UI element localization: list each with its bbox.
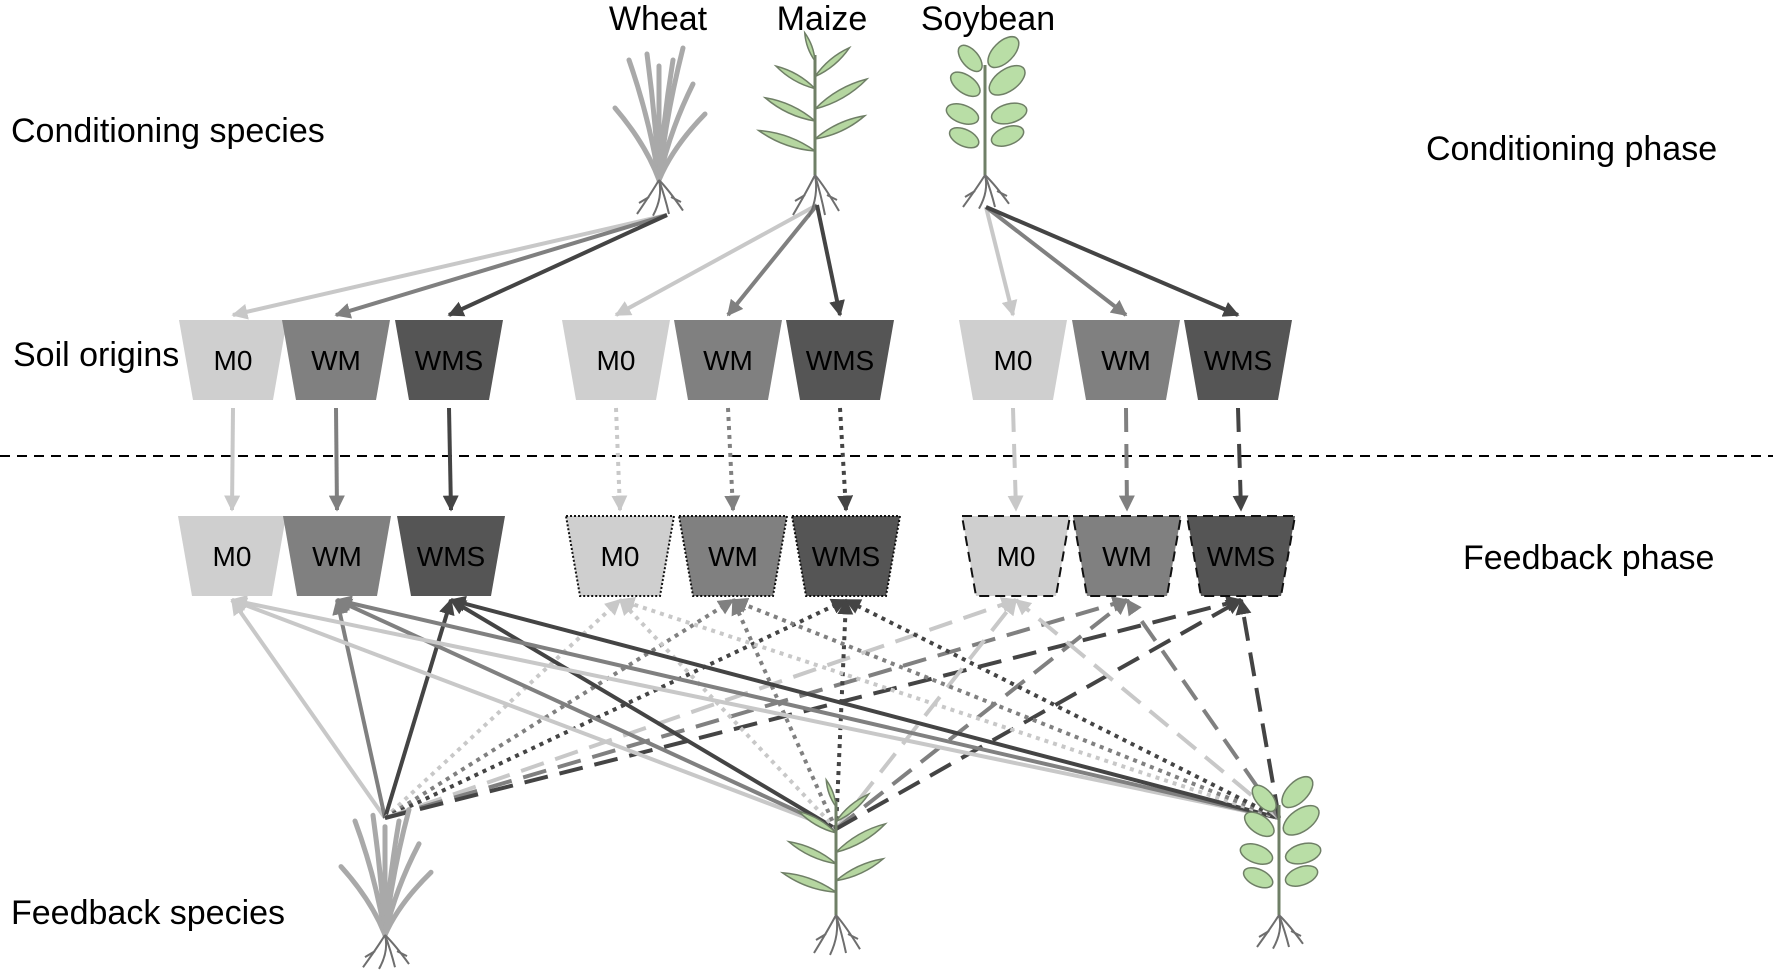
soil-origin-pot-wheat-wm: WM [282, 320, 390, 400]
conditioning-arrow-wheat-m0 [231, 213, 668, 320]
species-title-maize: Maize [777, 0, 868, 38]
conditioning-arrow-maize-m0 [614, 203, 818, 317]
plant-layer [338, 30, 1322, 970]
feedback-arrow-soybean-to-soybean-m0 [1014, 598, 1281, 820]
conditioning-arrow-maize-wms [815, 204, 845, 317]
feedback-species-label: Feedback species [11, 894, 285, 932]
feedback-phase-label: Feedback phase [1463, 539, 1714, 577]
pot-label: WMS [812, 541, 880, 572]
feedback-arrow-soybean-to-wheat-wm [335, 595, 1280, 820]
feedback-arrow-wheat-to-maize-wms [384, 598, 848, 820]
soil-origin-pot-wheat-wms: WMS [395, 320, 503, 400]
feedback-plant-soybean [1239, 775, 1322, 950]
feedback-pot-soybean-wm: WM [1071, 515, 1183, 597]
soil-origin-pot-soybean-wms: WMS [1184, 320, 1292, 400]
soil-origin-pot-soybean-wm: WM [1072, 320, 1180, 400]
pot-label: WM [708, 541, 758, 572]
feedback-arrow-maize-to-maize-wm [731, 598, 838, 830]
conditioning-plant-wheat [612, 45, 708, 217]
transfer-arrow-wheat-m0 [224, 407, 241, 512]
pot-label: M0 [994, 345, 1033, 376]
feedback-arrow-soybean-to-wheat-wms [449, 595, 1280, 820]
pot-label: WM [312, 541, 362, 572]
feedback-arrow-maize-to-soybean-wm [834, 598, 1129, 831]
soil-origin-pot-soybean-m0: M0 [959, 320, 1067, 400]
pot-label: M0 [601, 541, 640, 572]
feedback-arrow-wheat-to-soybean-wm [384, 596, 1129, 820]
transfer-arrow-soybean-wms [1232, 407, 1249, 512]
feedback-arrow-maize-to-maize-wms [834, 598, 854, 830]
feedback-pot-soybean-m0: M0 [960, 515, 1072, 597]
pot-label: WMS [415, 345, 483, 376]
pot-label: M0 [214, 345, 253, 376]
pot-layer: M0M0WMWMWMSWMSM0M0WMWMWMSWMSM0M0WMWMWMSW… [178, 320, 1297, 597]
species-title-soybean: Soybean [921, 0, 1055, 38]
pot-label: WM [311, 345, 361, 376]
feedback-arrow-maize-to-soybean-m0 [834, 598, 1018, 831]
soil-origin-pot-wheat-m0: M0 [179, 320, 287, 400]
feedback-arrow-maize-to-wheat-wms [449, 598, 838, 831]
soil-origins-label: Soil origins [13, 336, 179, 374]
soil-origin-pot-maize-wms: WMS [786, 320, 894, 400]
feedback-pot-maize-wm: WM [677, 515, 789, 597]
feedback-arrow-maize-to-maize-m0 [618, 598, 838, 831]
feedback-arrow-wheat-to-wheat-m0 [230, 598, 387, 820]
feedback-pot-wheat-wms: WMS [397, 516, 505, 596]
feedback-plant-maize [779, 777, 888, 956]
feedback-arrow-soybean-to-soybean-wms [1235, 598, 1281, 819]
transfer-arrow-maize-m0 [611, 407, 628, 512]
feedback-arrow-maize-to-soybean-wms [835, 598, 1243, 831]
feedback-arrow-wheat-to-wheat-wm [332, 598, 387, 819]
feedback-plant-wheat [338, 807, 434, 970]
feedback-arrow-wheat-to-wheat-wms [383, 598, 455, 819]
feedback-arrow-maize-to-wheat-m0 [230, 597, 837, 831]
pot-label: WMS [1204, 345, 1272, 376]
feedback-arrow-wheat-to-maize-wm [383, 598, 735, 820]
conditioning-species-label: Conditioning species [11, 112, 325, 150]
conditioning-arrow-maize-wm [726, 203, 819, 317]
arrow-layer [224, 203, 1281, 831]
feedback-arrow-soybean-to-wheat-m0 [230, 595, 1280, 820]
feedback-pot-soybean-wms: WMS [1185, 515, 1297, 597]
feedback-arrow-soybean-to-maize-wm [731, 597, 1280, 820]
pot-label: WMS [417, 541, 485, 572]
conditioning-arrow-wheat-wm [334, 213, 668, 319]
conditioning-plant-maize [756, 30, 870, 218]
pot-label: M0 [997, 541, 1036, 572]
pot-label: WM [703, 345, 753, 376]
transfer-arrow-maize-wms [837, 407, 854, 512]
transfer-arrow-wheat-wm [328, 407, 345, 512]
pot-label: WMS [806, 345, 874, 376]
transfer-arrow-maize-wm [724, 407, 741, 512]
feedback-pot-maize-m0: M0 [564, 515, 676, 597]
feedback-pot-wheat-wm: WM [283, 516, 391, 596]
transfer-arrow-wheat-wms [442, 407, 459, 512]
pot-label: WMS [1207, 541, 1275, 572]
conditioning-arrow-wheat-wms [447, 213, 668, 317]
feedback-arrow-soybean-to-soybean-wm [1125, 598, 1281, 820]
conditioning-arrow-soybean-wm [984, 205, 1128, 317]
feedback-pot-maize-wms: WMS [790, 515, 902, 597]
transfer-arrow-soybean-m0 [1007, 407, 1024, 512]
pot-label: WM [1102, 541, 1152, 572]
pot-label: M0 [597, 345, 636, 376]
transfer-arrow-soybean-wm [1118, 407, 1135, 512]
feedback-arrow-wheat-to-soybean-m0 [384, 597, 1018, 820]
feedback-arrow-soybean-to-maize-m0 [618, 596, 1280, 820]
conditioning-arrow-soybean-m0 [984, 206, 1018, 317]
conditioning-plant-soybean [945, 35, 1028, 210]
species-title-wheat: Wheat [609, 0, 708, 38]
conditioning-phase-label: Conditioning phase [1426, 130, 1717, 168]
pot-label: M0 [213, 541, 252, 572]
soil-origin-pot-maize-wm: WM [674, 320, 782, 400]
pot-label: WM [1101, 345, 1151, 376]
conditioning-arrow-soybean-wms [985, 205, 1240, 317]
soil-origin-pot-maize-m0: M0 [562, 320, 670, 400]
feedback-pot-wheat-m0: M0 [178, 516, 286, 596]
